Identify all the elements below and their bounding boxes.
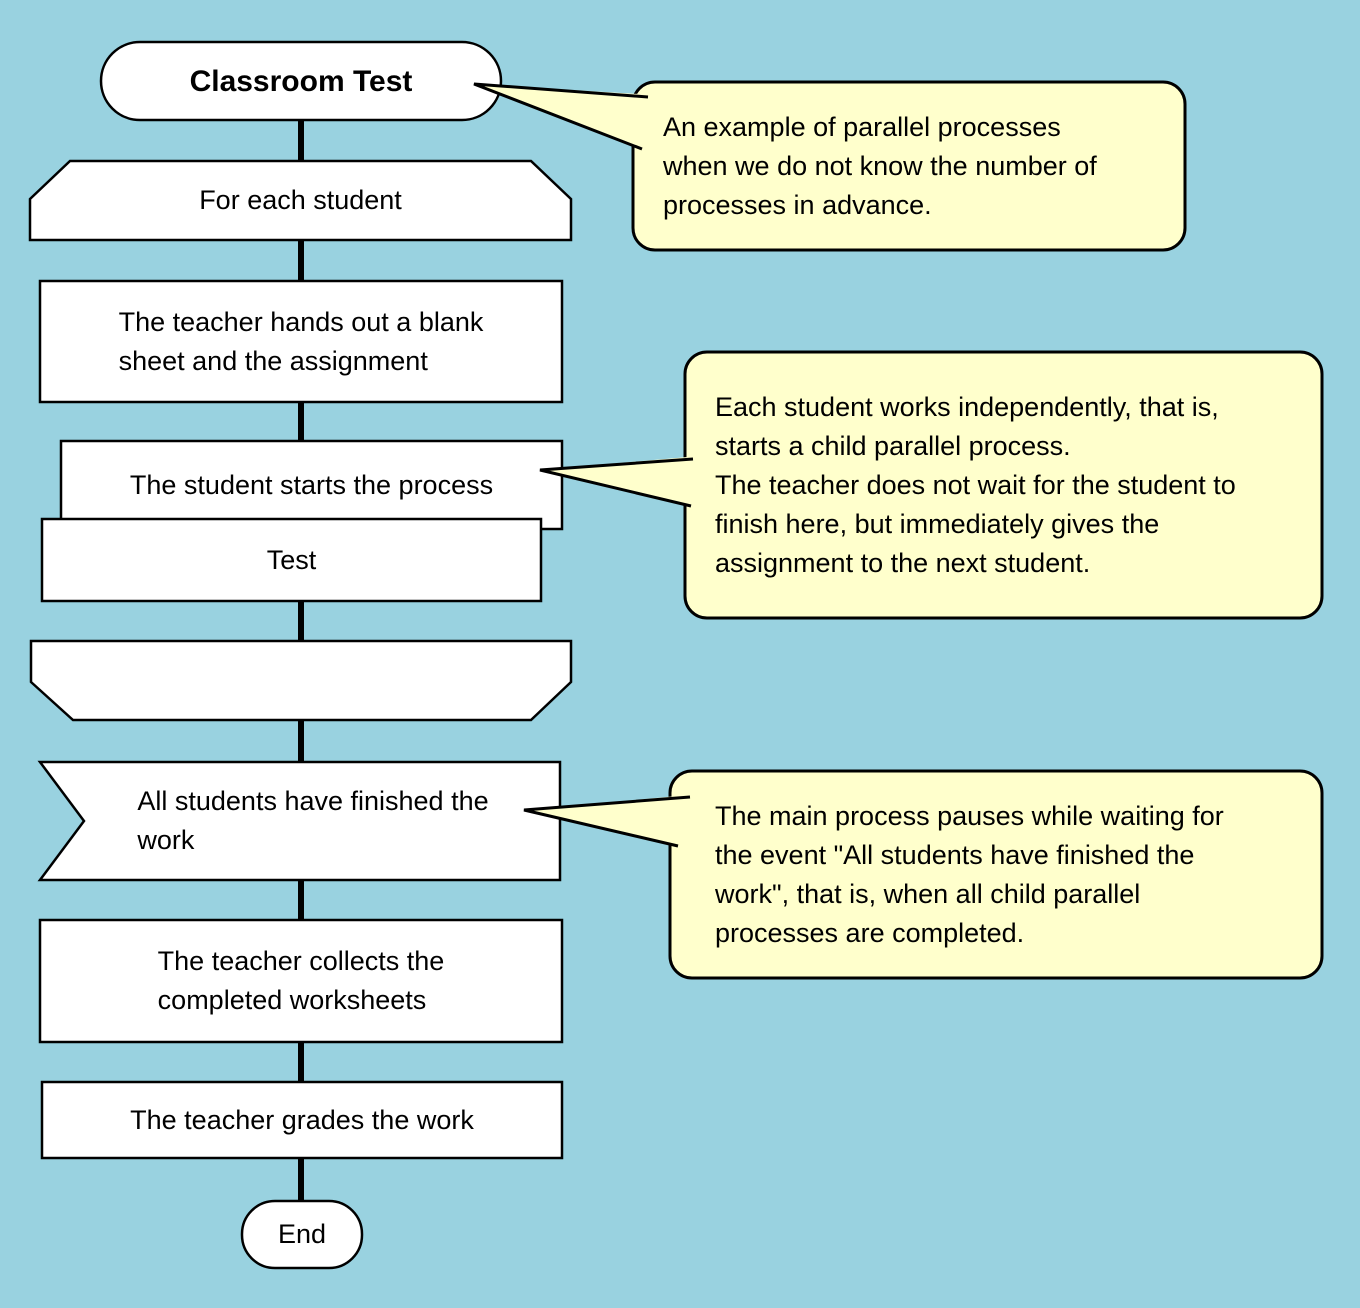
callout-intro-tail-outline (473, 82, 649, 151)
callout-child-process-line2: starts a child parallel process. (715, 430, 1071, 461)
insertion-test-node (40, 517, 543, 603)
action-collect-line2: completed worksheets (157, 985, 427, 1015)
callout-waiting-line3: work", that is, when all child parallel (715, 878, 1141, 909)
loop-begin-node (28, 159, 573, 242)
event-line2: work (137, 825, 195, 855)
action-hand-out-line1: The teacher hands out a blank (118, 306, 484, 337)
callout-intro-line3: processes in advance. (663, 189, 932, 220)
event-label: All students have finished the work (40, 762, 560, 880)
callout-waiting-line4: processes are completed. (715, 917, 1025, 948)
callout-waiting-line2: the event "All students have finished th… (715, 839, 1195, 870)
action-collect-node (38, 918, 564, 1044)
callout-child-process-tail-outline (539, 457, 694, 508)
loop-end-node (29, 639, 573, 722)
callout-child-process-tail (540, 456, 699, 508)
action-student-starts-node (59, 439, 564, 531)
callout-waiting-bubble (668, 769, 1324, 980)
event-node (37, 760, 562, 882)
action-student-starts-label: The student starts the process (129, 469, 494, 500)
callout-waiting-text: The main process pauses while waiting fo… (670, 771, 1322, 978)
callout-child-process-line1: Each student works independently, that i… (715, 391, 1219, 422)
action-hand-out-line2: sheet and the assignment (118, 345, 428, 376)
start-node-label: Classroom Test (189, 64, 413, 98)
callout-intro-text: An example of parallel processes when we… (633, 82, 1185, 250)
callout-child-process-line4: finish here, but immediately gives the (715, 508, 1160, 539)
loop-begin-label: For each student (199, 185, 402, 215)
callout-child-process-line5: assignment to the next student. (715, 547, 1091, 578)
callout-waiting-tail-outline (523, 795, 691, 848)
action-grade-node (40, 1080, 564, 1160)
callout-child-process-text: Each student works independently, that i… (685, 352, 1322, 618)
action-hand-out-node (38, 279, 564, 404)
action-collect-label: The teacher collects the completed works… (40, 920, 562, 1042)
action-collect-line1: The teacher collects the (157, 946, 445, 976)
action-hand-out-label: The teacher hands out a blank sheet and … (40, 281, 562, 402)
callout-intro-line2: when we do not know the number of (663, 150, 1097, 181)
event-line1: All students have finished the (137, 786, 489, 816)
callout-intro-bubble (631, 80, 1187, 252)
start-node (99, 40, 503, 122)
end-node (240, 1199, 364, 1270)
insertion-test-label: Test (266, 544, 317, 575)
end-node-label: End (277, 1219, 327, 1249)
callout-child-process-line3: The teacher does not wait for the studen… (715, 469, 1236, 500)
callout-waiting-line1: The main process pauses while waiting fo… (715, 800, 1224, 831)
action-grade-label: The teacher grades the work (130, 1104, 474, 1135)
callout-intro-line1: An example of parallel processes (663, 111, 1061, 142)
